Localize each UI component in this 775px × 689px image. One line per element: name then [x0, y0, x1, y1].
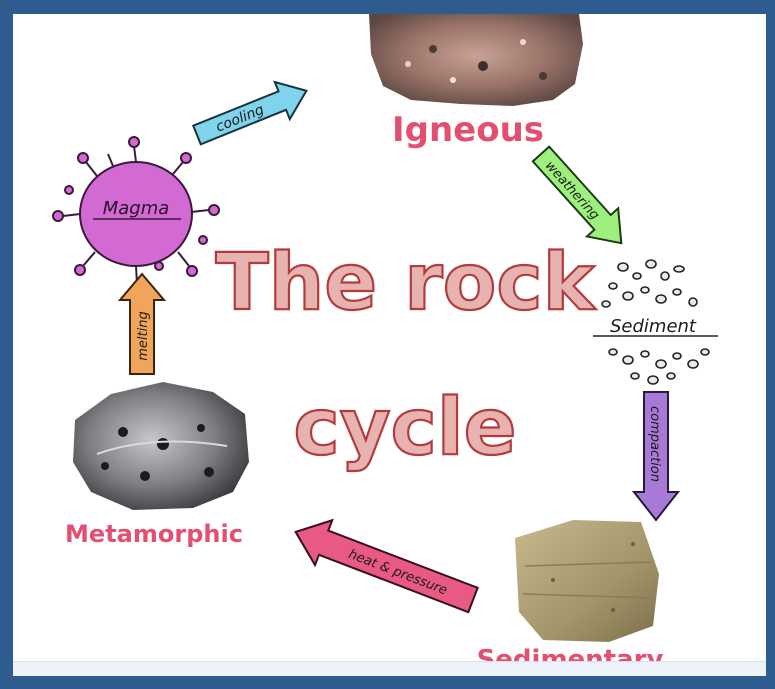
igneous-label: Igneous	[392, 110, 544, 150]
sedimentary-rock-image	[515, 520, 659, 642]
igneous-rock-image	[369, 14, 583, 106]
bottom-strip	[13, 661, 766, 676]
magma-blob: Magma	[53, 137, 219, 294]
cooling-arrow: cooling	[190, 72, 314, 153]
metamorphic-rock-image	[73, 382, 249, 510]
melting-label: melting	[136, 311, 151, 360]
title-line-1: The rock	[216, 238, 597, 328]
compaction-arrow: compaction	[634, 392, 678, 520]
diagram-canvas: Igneous cooling Magma weathering	[13, 14, 766, 676]
weathering-label: weathering	[542, 158, 602, 223]
metamorphic-label: Metamorphic	[65, 520, 243, 548]
title-line-2: cycle	[294, 383, 517, 473]
compaction-label: compaction	[647, 406, 662, 482]
sediment-label: Sediment	[610, 316, 697, 337]
heat-pressure-arrow: heat & pressure	[287, 510, 482, 623]
melting-arrow: melting	[120, 274, 164, 374]
rock-cycle-diagram: Igneous cooling Magma weathering	[13, 14, 766, 676]
magma-label: Magma	[103, 198, 170, 219]
